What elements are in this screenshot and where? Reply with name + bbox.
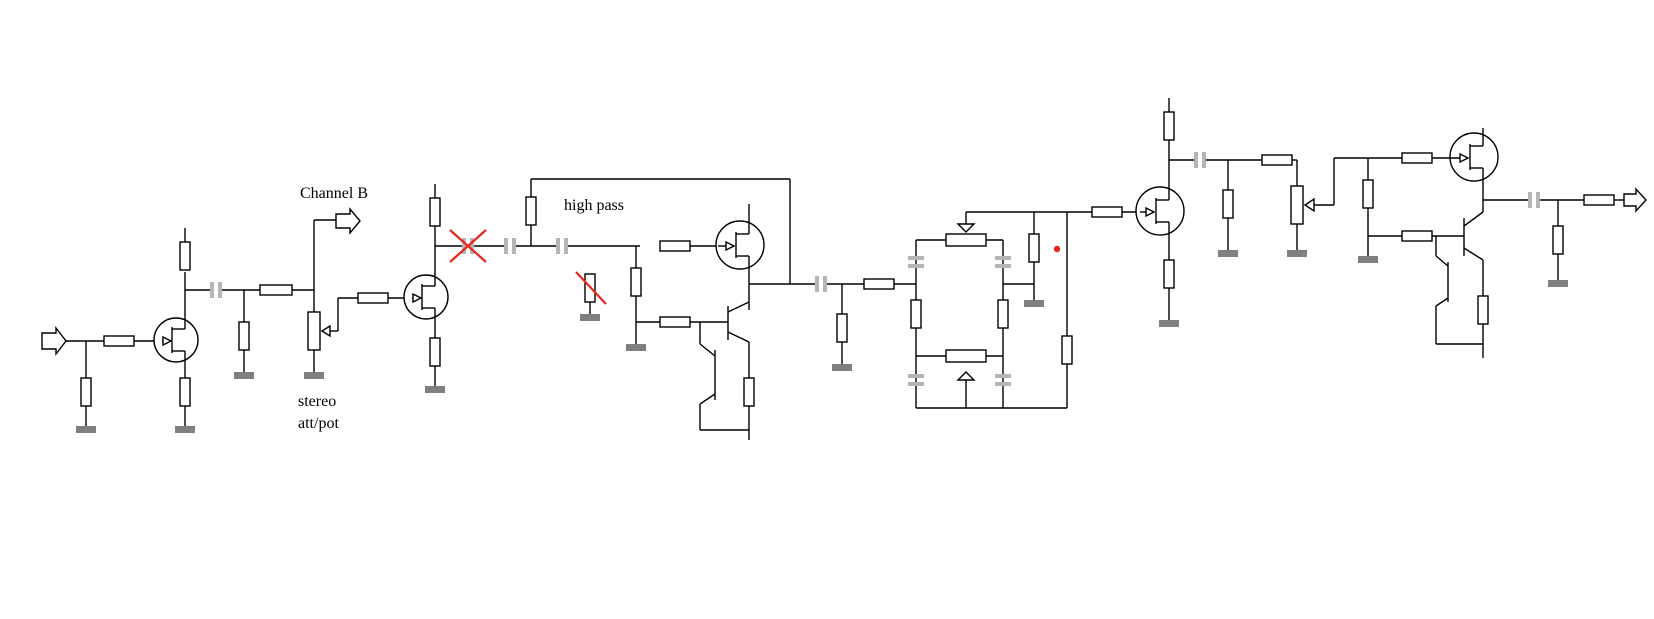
input-arrow-icon xyxy=(41,325,67,357)
ground-icon xyxy=(175,426,195,433)
resistor xyxy=(659,316,691,328)
strike-mark xyxy=(575,271,607,305)
resistor xyxy=(238,321,250,351)
resistor xyxy=(259,284,293,296)
att-pot-label: att/pot xyxy=(298,415,339,432)
jfet-transistor xyxy=(403,274,449,320)
potentiometer xyxy=(1290,185,1304,225)
resistor xyxy=(357,292,389,304)
resistor xyxy=(1583,194,1615,206)
ground-icon xyxy=(580,314,600,321)
high-pass-stage xyxy=(516,178,815,440)
resistor xyxy=(1401,230,1433,242)
strike-mark xyxy=(449,229,487,263)
resistor xyxy=(80,377,92,407)
potentiometer xyxy=(307,311,321,351)
resistor xyxy=(429,337,441,367)
resistor xyxy=(525,196,537,226)
tone-network xyxy=(908,211,1092,409)
ground-icon xyxy=(304,372,324,379)
jfet-transistor xyxy=(715,220,765,270)
output-arrow-icon xyxy=(1623,187,1647,213)
marker-dot xyxy=(1053,245,1061,253)
resistor xyxy=(1362,179,1374,209)
jfet-stage-5 xyxy=(1091,98,1402,327)
potentiometer xyxy=(945,349,987,363)
ground-icon xyxy=(234,372,254,379)
stereo-attenuator xyxy=(304,207,412,379)
resistor xyxy=(1222,189,1234,219)
output-arrow-icon xyxy=(335,207,361,235)
resistor xyxy=(1163,259,1175,289)
resistor xyxy=(1163,111,1175,141)
resistor xyxy=(863,278,895,290)
jfet-transistor xyxy=(1449,132,1499,182)
resistor xyxy=(659,240,691,252)
resistor xyxy=(429,197,441,227)
stereo-label: stereo xyxy=(298,393,337,410)
jfet-transistor xyxy=(153,317,199,363)
ground-icon xyxy=(1287,250,1307,257)
resistor xyxy=(743,377,755,407)
resistor xyxy=(910,299,922,329)
resistor xyxy=(179,377,191,407)
ground-icon xyxy=(1548,280,1568,287)
resistor xyxy=(1091,206,1123,218)
resistor xyxy=(997,299,1009,329)
resistor xyxy=(1028,233,1040,263)
ground-icon xyxy=(1024,300,1044,307)
high-pass-label: high pass xyxy=(564,197,624,214)
ground-icon xyxy=(626,344,646,351)
resistor xyxy=(1061,335,1073,365)
resistor xyxy=(1401,152,1433,164)
ground-icon xyxy=(425,386,445,393)
coupling-stage xyxy=(815,276,916,371)
resistor xyxy=(1552,225,1564,255)
ground-icon xyxy=(1358,256,1378,263)
output-stage xyxy=(1358,128,1647,358)
ground-icon xyxy=(1159,320,1179,327)
input-stage xyxy=(41,228,314,433)
ground-icon xyxy=(1218,250,1238,257)
resistor xyxy=(836,313,848,343)
buffer-stage xyxy=(403,184,516,393)
channel-b-label: Channel B xyxy=(300,185,368,202)
jfet-transistor xyxy=(1135,186,1185,236)
resistor xyxy=(179,241,191,271)
potentiometer xyxy=(945,233,987,247)
resistor xyxy=(1261,154,1293,166)
resistor xyxy=(103,335,135,347)
ground-icon xyxy=(76,426,96,433)
resistor xyxy=(1477,295,1489,325)
resistor xyxy=(630,267,642,297)
ground-icon xyxy=(832,364,852,371)
